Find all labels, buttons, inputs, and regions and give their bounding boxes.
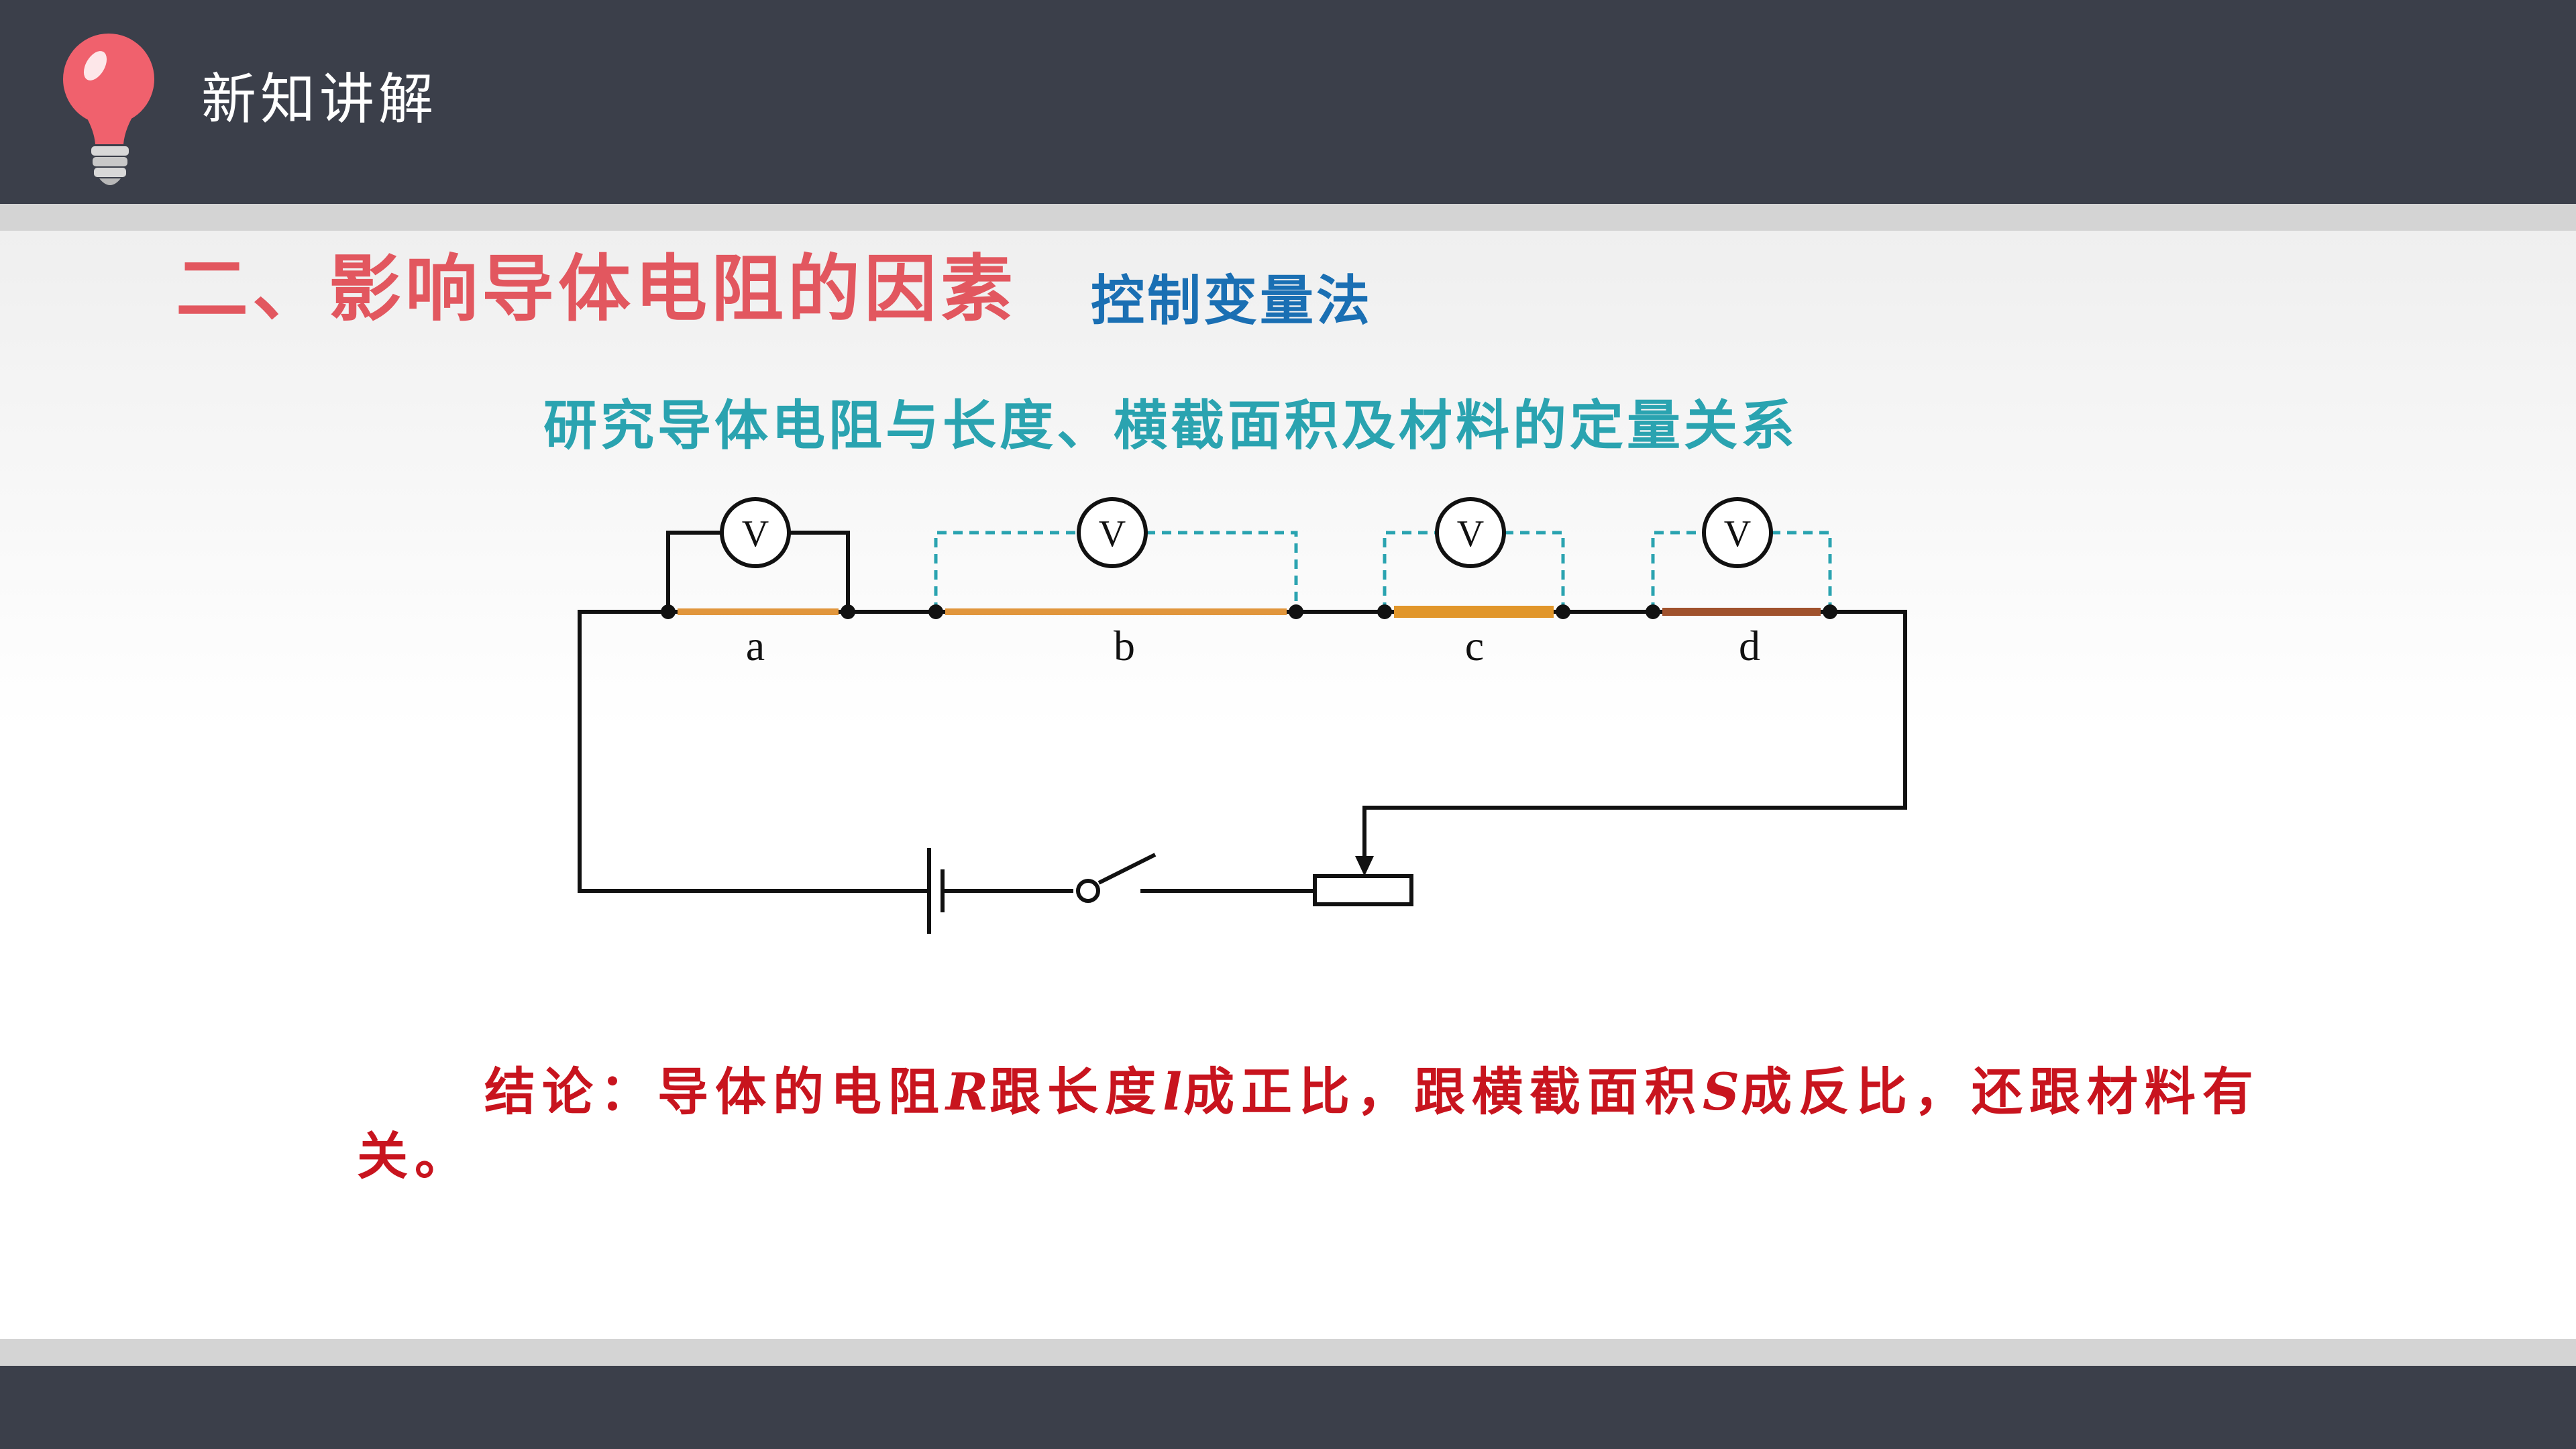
junction-dot-a-2 [841, 604, 855, 619]
section-title: 二、影响导体电阻的因素 [176, 247, 1018, 331]
junction-dot-d-2 [1823, 604, 1837, 619]
junction-dot-c-2 [1556, 604, 1570, 619]
junction-dot-b-1 [928, 604, 943, 619]
conductor-c: Vc [1377, 497, 1570, 669]
header-title: 新知讲解 [201, 68, 438, 131]
symbol-r: R [946, 1062, 990, 1122]
rheostat-symbol [1313, 808, 1413, 906]
header-bar [0, 0, 2576, 204]
conductor-b: Vb [928, 497, 1303, 669]
voltmeter-leads-a [789, 531, 850, 612]
conductor-label-b: b [1114, 622, 1135, 669]
conclusion-part-2: 跟长度 [989, 1062, 1163, 1122]
junction-dot-c-1 [1377, 604, 1392, 619]
conclusion-text: 结论：导体的电阻R跟长度l成正比，跟横截面积S成反比，还跟材料有关。 [357, 1060, 2275, 1189]
voltmeter-d [1702, 497, 1773, 568]
main-circuit-wire [578, 610, 1907, 893]
conductor-label-c: c [1465, 622, 1484, 669]
voltmeter-symbol-b: V [1099, 513, 1126, 555]
voltmeter-leads-b [934, 531, 1079, 612]
conductor-label-a: a [746, 622, 765, 669]
symbol-s: S [1703, 1062, 1741, 1122]
symbol-l: l [1163, 1062, 1184, 1122]
footer-bar [0, 1366, 2576, 1449]
voltmeter-b [1077, 497, 1148, 568]
voltmeter-symbol-d: V [1724, 513, 1751, 555]
voltmeter-a [720, 497, 791, 568]
voltmeter-leads-c [1504, 531, 1565, 612]
slide-subtitle: 研究导体电阻与长度、横截面积及材料的定量关系 [543, 394, 1798, 457]
voltmeter-leads-d [1771, 531, 1832, 612]
conductor-d: Vd [1646, 497, 1837, 669]
conclusion-part-3: 成正比，跟横截面积 [1183, 1062, 1703, 1122]
conductor-label-d: d [1739, 622, 1760, 669]
junction-dot-b-2 [1289, 604, 1303, 619]
switch-symbol [1076, 853, 1157, 903]
header-divider [0, 204, 2576, 231]
conductor-a: Va [661, 497, 855, 669]
voltmeter-leads-d [1651, 531, 1704, 612]
voltmeter-c [1435, 497, 1506, 568]
voltmeter-leads-b [1146, 531, 1298, 612]
voltmeter-leads-a [666, 531, 722, 612]
voltmeter-symbol-a: V [742, 513, 769, 555]
voltmeter-leads-c [1383, 531, 1437, 612]
slide-content-area [0, 231, 2576, 1339]
method-label: 控制变量法 [1091, 269, 1373, 332]
battery-symbol [927, 848, 945, 934]
lightbulb-icon [63, 34, 154, 185]
voltmeter-symbol-c: V [1457, 513, 1484, 555]
conclusion-part-1: 结论：导体的电阻 [484, 1062, 946, 1122]
footer-divider [0, 1339, 2576, 1366]
junction-dot-a-1 [661, 604, 676, 619]
conclusion-part-4: 成反比，还跟材料有关。 [357, 1062, 2260, 1186]
junction-dot-d-1 [1646, 604, 1660, 619]
